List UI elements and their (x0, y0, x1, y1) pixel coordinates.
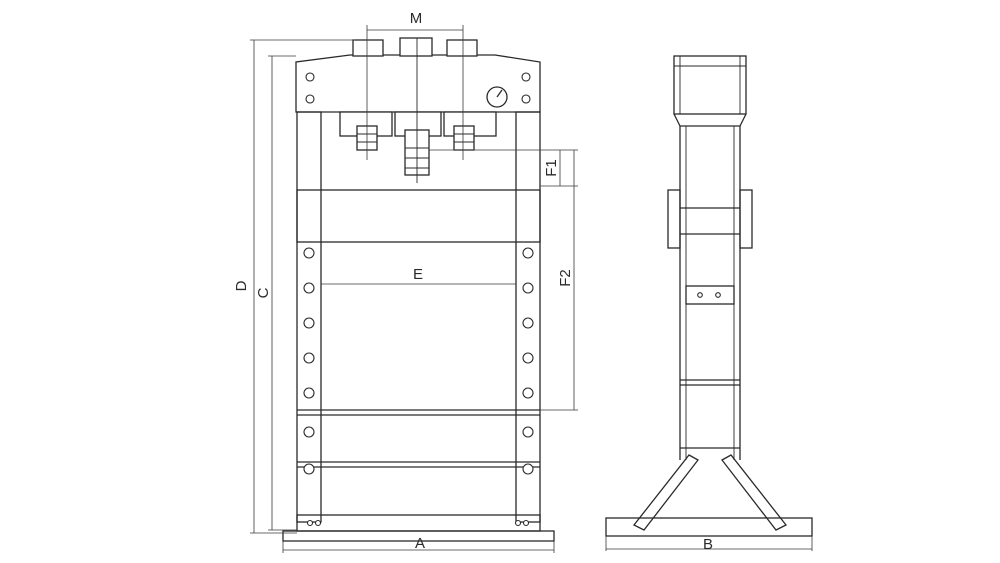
cylinder-cap-left (352, 39, 384, 57)
head-bolt-hole (305, 72, 315, 82)
side-head (673, 55, 747, 115)
label-f2: F2 (557, 269, 574, 287)
label-m: M (410, 10, 423, 27)
strut-left (632, 454, 699, 531)
side-bed-block (685, 285, 735, 305)
head-bolt-hole (521, 94, 531, 104)
front-crossbeam (296, 189, 541, 243)
front-head (295, 54, 541, 113)
front-ground-plate (282, 530, 555, 542)
strut-right (721, 454, 788, 531)
cylinder-cap-right (446, 39, 478, 57)
label-a: A (415, 535, 425, 552)
side-bracket-left (667, 189, 681, 249)
head-bolt-hole (305, 94, 315, 104)
front-view (282, 37, 555, 542)
cylinder-cap-center (399, 37, 433, 57)
head-bolt-hole (521, 72, 531, 82)
label-b: B (703, 536, 713, 553)
side-bracket-right (739, 189, 753, 249)
ram-right (453, 125, 475, 151)
front-right-column (515, 111, 541, 523)
side-base-plate (605, 517, 813, 537)
front-left-column (296, 111, 322, 523)
label-d: D (233, 280, 250, 291)
dimension-lines: M D C E F1 F2 A (233, 10, 578, 553)
label-e: E (413, 266, 423, 283)
front-base-plate (296, 514, 541, 532)
side-view: B (605, 55, 813, 553)
label-f1: F1 (543, 159, 560, 177)
left-column-holes (303, 247, 315, 475)
label-c: C (255, 287, 272, 298)
right-column-holes (522, 247, 534, 475)
